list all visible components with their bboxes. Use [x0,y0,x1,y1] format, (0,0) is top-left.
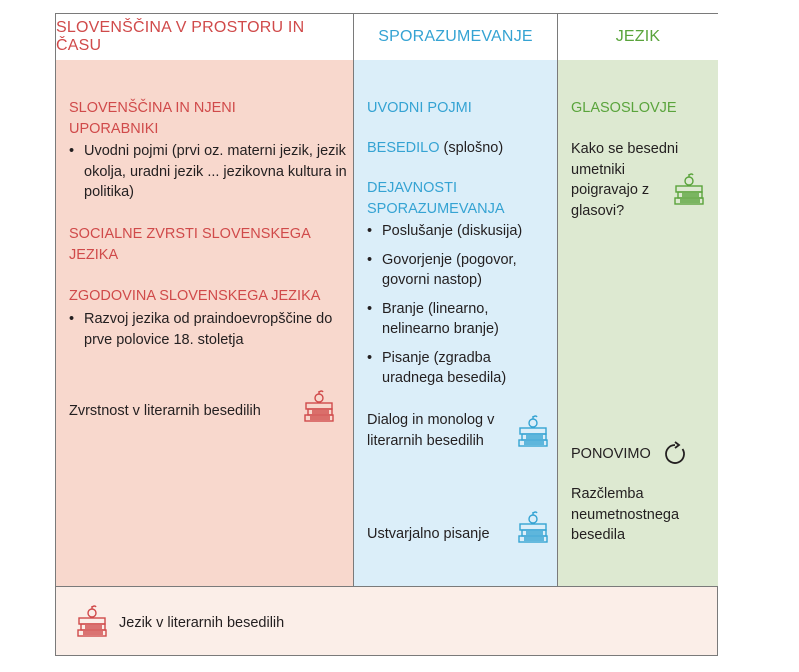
list-item: Uvodni pojmi (prvi oz. materni jezik, je… [67,141,352,203]
header-sporazumevanje: SPORAZUMEVANJE [354,14,558,60]
header-jezik: JEZIK [558,14,718,60]
books-apple-icon [674,173,704,205]
question-glasovi: Kako se besedni umetniki poigravajo z gl… [571,141,679,219]
topic-besedilo: BESEDILO (splošno) [367,138,557,159]
topic-besedilo-label: BESEDILO [367,140,440,156]
refresh-icon [665,441,685,464]
topic-dejavnosti: DEJAVNOSTI SPORAZUMEVANJA [367,180,505,217]
topic-razclemba: Razčlemba neumetnostnega besedila [571,486,680,543]
books-apple-icon [518,415,548,447]
column-slovenscina: SLOVENŠČINA IN NJENI UPORABNIKI Uvodni p… [56,60,354,586]
curriculum-table: SLOVENŠČINA V PROSTORU IN ČASU SPORAZUME… [55,13,718,656]
list-item: Branje (linearno, nelinearno branje) [365,299,550,340]
list-item: Pisanje (zgradba uradnega besedila) [365,348,550,389]
topic-ponovimo: PONOVIMO [571,446,651,462]
footer-text: Jezik v literarnih besedilih [119,615,285,631]
list-item: Razvoj jezika od praindoevropščine do pr… [67,309,352,350]
column-jezik: GLASOSLOVJE Kako se besedni umetniki poi… [558,60,718,586]
topic-uvodni-pojmi: UVODNI POJMI [367,100,472,116]
footer-row: Jezik v literarnih besedilih [56,586,717,655]
header-slovenscina-v-prostoru: SLOVENŠČINA V PROSTORU IN ČASU [56,14,354,60]
section-title-zgodovina: ZGODOVINA SLOVENSKEGA JEZIKA [69,288,321,304]
topic-glasoslovje: GLASOSLOVJE [571,100,677,116]
books-apple-icon [304,390,334,422]
list-zgodovina: Razvoj jezika od praindoevropščine do pr… [67,309,352,350]
topic-besedilo-suffix: (splošno) [439,140,504,156]
books-apple-icon [518,511,548,543]
lit-zvrstnost: Zvrstnost v literarnih besedilih [69,403,261,419]
list-item: Poslušanje (diskusija) [365,221,550,242]
lit-dialog-monolog: Dialog in monolog v literarnih besedilih [367,412,495,449]
section-title-socialne-zvrsti: SOCIALNE ZVRSTI SLOVENSKEGA JEZIKA [69,226,310,263]
lit-ustvarjalno-pisanje: Ustvarjalno pisanje [367,526,490,542]
books-apple-icon [77,605,107,637]
section-title-uporabniki: SLOVENŠČINA IN NJENI UPORABNIKI [69,100,236,137]
column-sporazumevanje: UVODNI POJMI BESEDILO (splošno) DEJAVNOS… [354,60,558,586]
list-dejavnosti: Poslušanje (diskusija) Govorjenje (pogov… [365,221,550,389]
list-uporabniki: Uvodni pojmi (prvi oz. materni jezik, je… [67,141,352,203]
list-item: Govorjenje (pogovor, govorni nastop) [365,250,550,291]
